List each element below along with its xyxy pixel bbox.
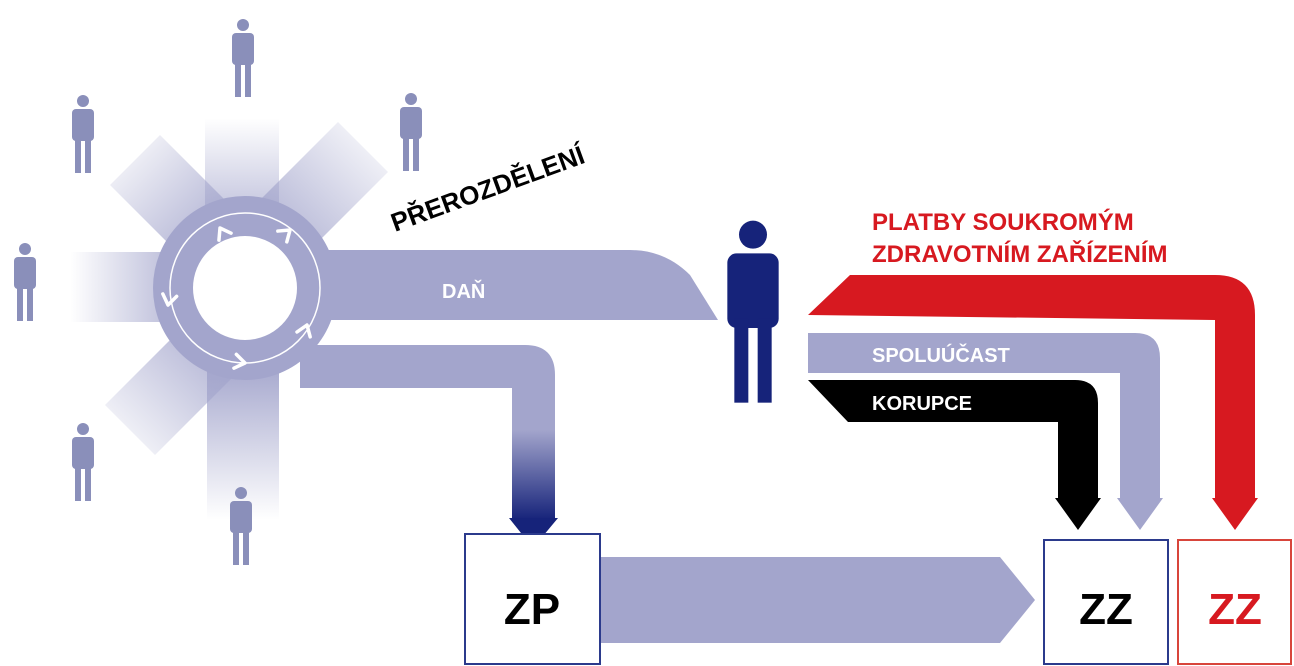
corruption-label: KORUPCE: [872, 393, 972, 415]
arrow-icon: [232, 352, 247, 370]
rotation-arrows: [161, 226, 312, 370]
person-icon: [72, 423, 94, 501]
arrow-icon: [1055, 498, 1101, 530]
private-payments-label-line2: ZDRAVOTNÍM ZAŘÍZENÍM: [872, 240, 1168, 268]
arrow-icon: [217, 226, 233, 242]
insurer-label: ZP: [504, 585, 560, 634]
private-payments-label-line1: PLATBY SOUKROMÝM: [872, 208, 1134, 236]
insurer-box: [464, 533, 601, 665]
flow-to-insurer-shade: [512, 430, 555, 520]
private-facility-label: ZZ: [1208, 585, 1262, 634]
private-facility-box: [1177, 539, 1292, 665]
person-icon: [232, 19, 254, 97]
private-payments-flow: [808, 275, 1255, 500]
facility-box: [1043, 539, 1169, 665]
person-icon: [400, 93, 422, 171]
person-icon: [14, 243, 36, 321]
copayment-flow: [808, 333, 1160, 500]
arrow-icon: [161, 292, 179, 307]
arrow-icon: [295, 323, 312, 339]
tax-label: DAŇ: [442, 279, 485, 303]
arrow-icon: [1212, 498, 1258, 530]
copayment-label: SPOLUÚČAST: [872, 343, 1010, 367]
hub-center: [193, 236, 297, 340]
arrow-icon: [1117, 498, 1163, 530]
corruption-flow: [808, 380, 1098, 500]
person-icon: [72, 95, 94, 173]
flow-insurer-to-facility: [600, 557, 1035, 643]
person-icon: [727, 220, 779, 403]
arrow-icon: [276, 228, 292, 244]
facility-label: ZZ: [1079, 585, 1133, 634]
tax-flow: [300, 250, 718, 320]
